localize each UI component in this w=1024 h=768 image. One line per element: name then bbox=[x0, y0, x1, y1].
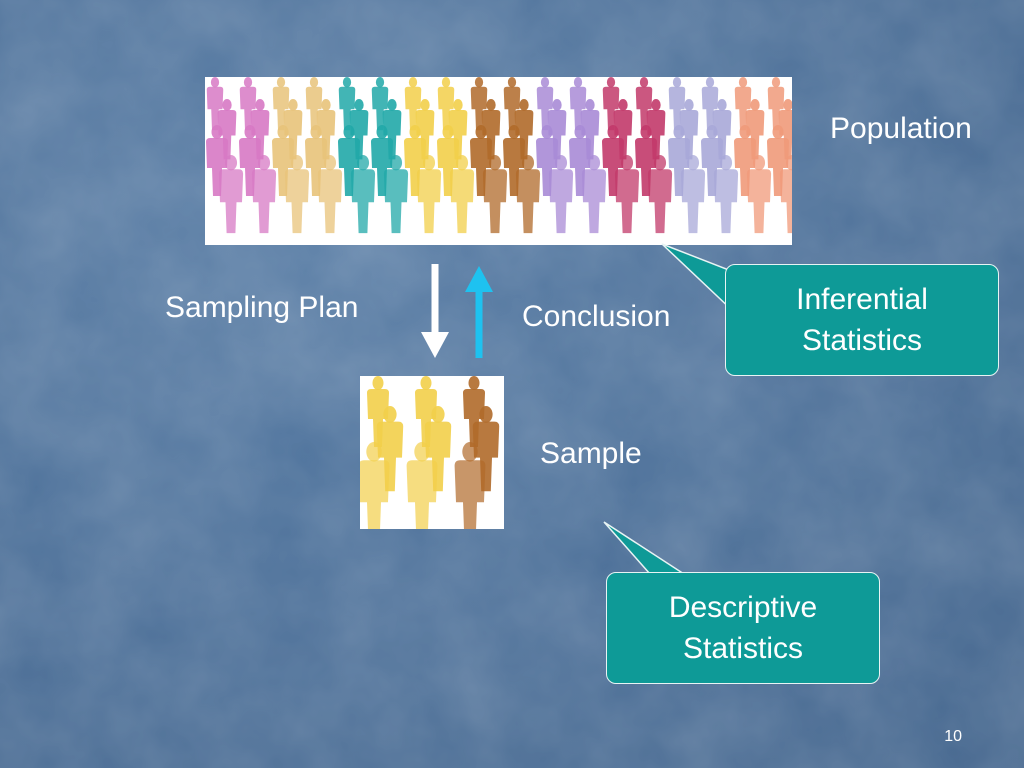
conclusion-arrow bbox=[465, 266, 493, 358]
person-figure bbox=[218, 155, 244, 234]
person-figure bbox=[712, 99, 732, 160]
person-figure bbox=[382, 99, 402, 160]
person-figure bbox=[424, 406, 452, 492]
sample-label: Sample bbox=[540, 437, 642, 470]
person-figure bbox=[767, 125, 789, 196]
person-figure bbox=[614, 155, 640, 234]
person-figure bbox=[250, 99, 270, 160]
person-figure bbox=[680, 155, 706, 234]
person-figure bbox=[713, 155, 739, 234]
person-figure bbox=[206, 125, 228, 196]
sample-picture bbox=[360, 376, 504, 529]
person-figure bbox=[635, 77, 653, 131]
person-figure bbox=[536, 77, 554, 131]
person-figure bbox=[472, 406, 500, 492]
person-figure bbox=[338, 125, 360, 196]
person-figure bbox=[580, 99, 600, 160]
person-figure bbox=[404, 125, 426, 196]
inferential-line2: Statistics bbox=[801, 324, 923, 357]
conclusion-label: Conclusion bbox=[522, 300, 671, 333]
person-figure bbox=[668, 125, 690, 196]
person-figure bbox=[536, 125, 558, 196]
person-figure bbox=[349, 99, 369, 160]
person-figure bbox=[437, 125, 459, 196]
person-figure bbox=[415, 376, 437, 447]
person-figure bbox=[569, 77, 587, 131]
person-figure bbox=[767, 77, 785, 131]
person-figure bbox=[416, 155, 442, 234]
person-figure bbox=[449, 155, 475, 234]
person-figure bbox=[602, 77, 620, 131]
person-figure bbox=[448, 99, 468, 160]
person-figure bbox=[470, 77, 488, 131]
person-figure bbox=[613, 99, 633, 160]
person-figure bbox=[548, 155, 574, 234]
person-figure bbox=[668, 77, 686, 131]
person-figure bbox=[463, 376, 485, 447]
person-figure bbox=[646, 99, 666, 160]
person-figure bbox=[569, 125, 591, 196]
person-figure bbox=[581, 155, 607, 234]
person-figure bbox=[734, 125, 756, 196]
person-figure bbox=[745, 99, 765, 160]
person-figure bbox=[376, 406, 404, 492]
person-figure bbox=[251, 155, 277, 234]
person-figure bbox=[367, 376, 389, 447]
page-number: 10 bbox=[944, 728, 962, 745]
person-figure bbox=[283, 99, 303, 160]
person-figure bbox=[515, 155, 541, 234]
person-figure bbox=[415, 99, 435, 160]
person-figure bbox=[383, 155, 409, 234]
person-figure bbox=[371, 125, 393, 196]
person-figure bbox=[635, 125, 657, 196]
person-figure bbox=[779, 155, 792, 234]
person-figure bbox=[481, 99, 501, 160]
person-figure bbox=[503, 77, 521, 131]
person-figure bbox=[360, 442, 390, 529]
person-figure bbox=[305, 125, 327, 196]
descriptive-line1: Descriptive bbox=[668, 591, 818, 624]
person-figure bbox=[305, 77, 323, 131]
person-figure bbox=[547, 99, 567, 160]
population-picture bbox=[205, 77, 792, 245]
person-figure bbox=[239, 77, 257, 131]
person-figure bbox=[701, 125, 723, 196]
person-figure bbox=[272, 125, 294, 196]
person-figure bbox=[647, 155, 673, 234]
inferential-statistics-callout: Inferential Statistics bbox=[725, 264, 999, 376]
person-figure bbox=[284, 155, 310, 234]
person-figure bbox=[514, 99, 534, 160]
population-figures bbox=[206, 77, 792, 234]
sampling-arrow bbox=[421, 264, 449, 358]
person-figure bbox=[701, 77, 719, 131]
person-figure bbox=[679, 99, 699, 160]
person-figure bbox=[316, 99, 336, 160]
person-figure bbox=[746, 155, 772, 234]
person-figure bbox=[371, 77, 389, 131]
person-figure bbox=[482, 155, 508, 234]
descriptive-line2: Statistics bbox=[682, 632, 804, 665]
sample-figures bbox=[360, 376, 500, 529]
inferential-line1: Inferential bbox=[796, 283, 928, 316]
person-figure bbox=[206, 77, 224, 131]
person-figure bbox=[338, 77, 356, 131]
person-figure bbox=[404, 77, 422, 131]
person-figure bbox=[437, 77, 455, 131]
person-figure bbox=[470, 125, 492, 196]
person-figure bbox=[217, 99, 237, 160]
population-label: Population bbox=[830, 112, 972, 145]
person-figure bbox=[406, 442, 438, 529]
person-figure bbox=[503, 125, 525, 196]
sampling-plan-label: Sampling Plan bbox=[165, 291, 359, 324]
person-figure bbox=[734, 77, 752, 131]
person-figure bbox=[317, 155, 343, 234]
person-figure bbox=[272, 77, 290, 131]
person-figure bbox=[454, 442, 486, 529]
descriptive-statistics-callout: Descriptive Statistics bbox=[606, 572, 880, 684]
person-figure bbox=[239, 125, 261, 196]
person-figure bbox=[602, 125, 624, 196]
person-figure bbox=[350, 155, 376, 234]
